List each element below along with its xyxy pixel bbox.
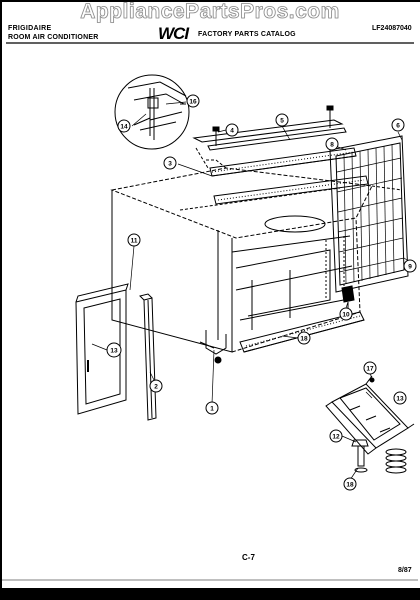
callout-10: 10 <box>342 312 350 319</box>
callout-2: 2 <box>154 384 158 391</box>
callout-18-bolt: 18 <box>346 482 354 489</box>
callout-14: 14 <box>120 124 128 131</box>
bolt-stack <box>351 377 375 473</box>
mounting-bracket <box>325 375 415 455</box>
callout-11: 11 <box>131 238 138 245</box>
callout-5: 5 <box>280 118 284 125</box>
spring-coil <box>385 448 407 474</box>
callout-circle <box>403 259 417 273</box>
callout-leaders <box>91 101 411 481</box>
catalog-date: 8/87 <box>398 567 412 574</box>
callout-markers <box>106 94 417 491</box>
callout-circle <box>363 361 377 375</box>
callout-circle <box>391 118 405 132</box>
callout-16: 16 <box>189 99 197 106</box>
model-number: LF24087040 <box>372 25 412 32</box>
callout-9: 9 <box>408 264 412 271</box>
cabinet-assembly <box>110 167 373 364</box>
catalog-title: FACTORY PARTS CATALOG <box>198 31 296 38</box>
callout-circle <box>149 379 163 393</box>
page-number: C-7 <box>242 553 255 562</box>
callout-18: 18 <box>300 336 308 343</box>
callout-17: 17 <box>366 366 374 373</box>
callout-circle <box>163 156 177 170</box>
callout-13-bracket: 13 <box>396 396 404 403</box>
callout-circle <box>205 401 219 415</box>
callout-8: 8 <box>330 142 334 149</box>
callout-circle <box>106 342 122 358</box>
callout-circle <box>127 233 141 247</box>
front-grille <box>329 135 409 293</box>
callout-6: 6 <box>396 123 400 130</box>
callout-circle <box>339 307 353 321</box>
callout-circle <box>186 94 200 108</box>
callout-circle <box>325 137 339 151</box>
callout-4: 4 <box>230 128 234 135</box>
screws <box>212 105 334 146</box>
product-type: ROOM AIR CONDITIONER <box>8 34 99 41</box>
callout-3: 3 <box>168 161 172 168</box>
callout-12: 12 <box>332 434 340 441</box>
callout-1: 1 <box>210 406 214 413</box>
callout-13: 13 <box>110 348 118 355</box>
clip-part <box>341 285 355 310</box>
brand-name: FRIGIDAIRE <box>8 25 52 32</box>
wci-logo: WCI <box>158 24 189 43</box>
side-strip <box>139 293 157 421</box>
inset-detail <box>114 74 190 150</box>
callout-circle <box>297 331 311 345</box>
watermark: AppliancePartsPros.com <box>80 0 340 23</box>
callout-circle <box>117 119 131 133</box>
callout-circle <box>343 477 357 491</box>
callout-circle <box>393 391 407 405</box>
callout-circle <box>275 113 289 127</box>
callout-circle <box>225 123 239 137</box>
top-rails <box>192 119 369 205</box>
callout-labels: 16 14 4 5 8 3 6 11 13 2 1 18 10 9 17 13 … <box>110 99 412 489</box>
callout-circle <box>329 429 343 443</box>
side-panel <box>75 283 129 415</box>
